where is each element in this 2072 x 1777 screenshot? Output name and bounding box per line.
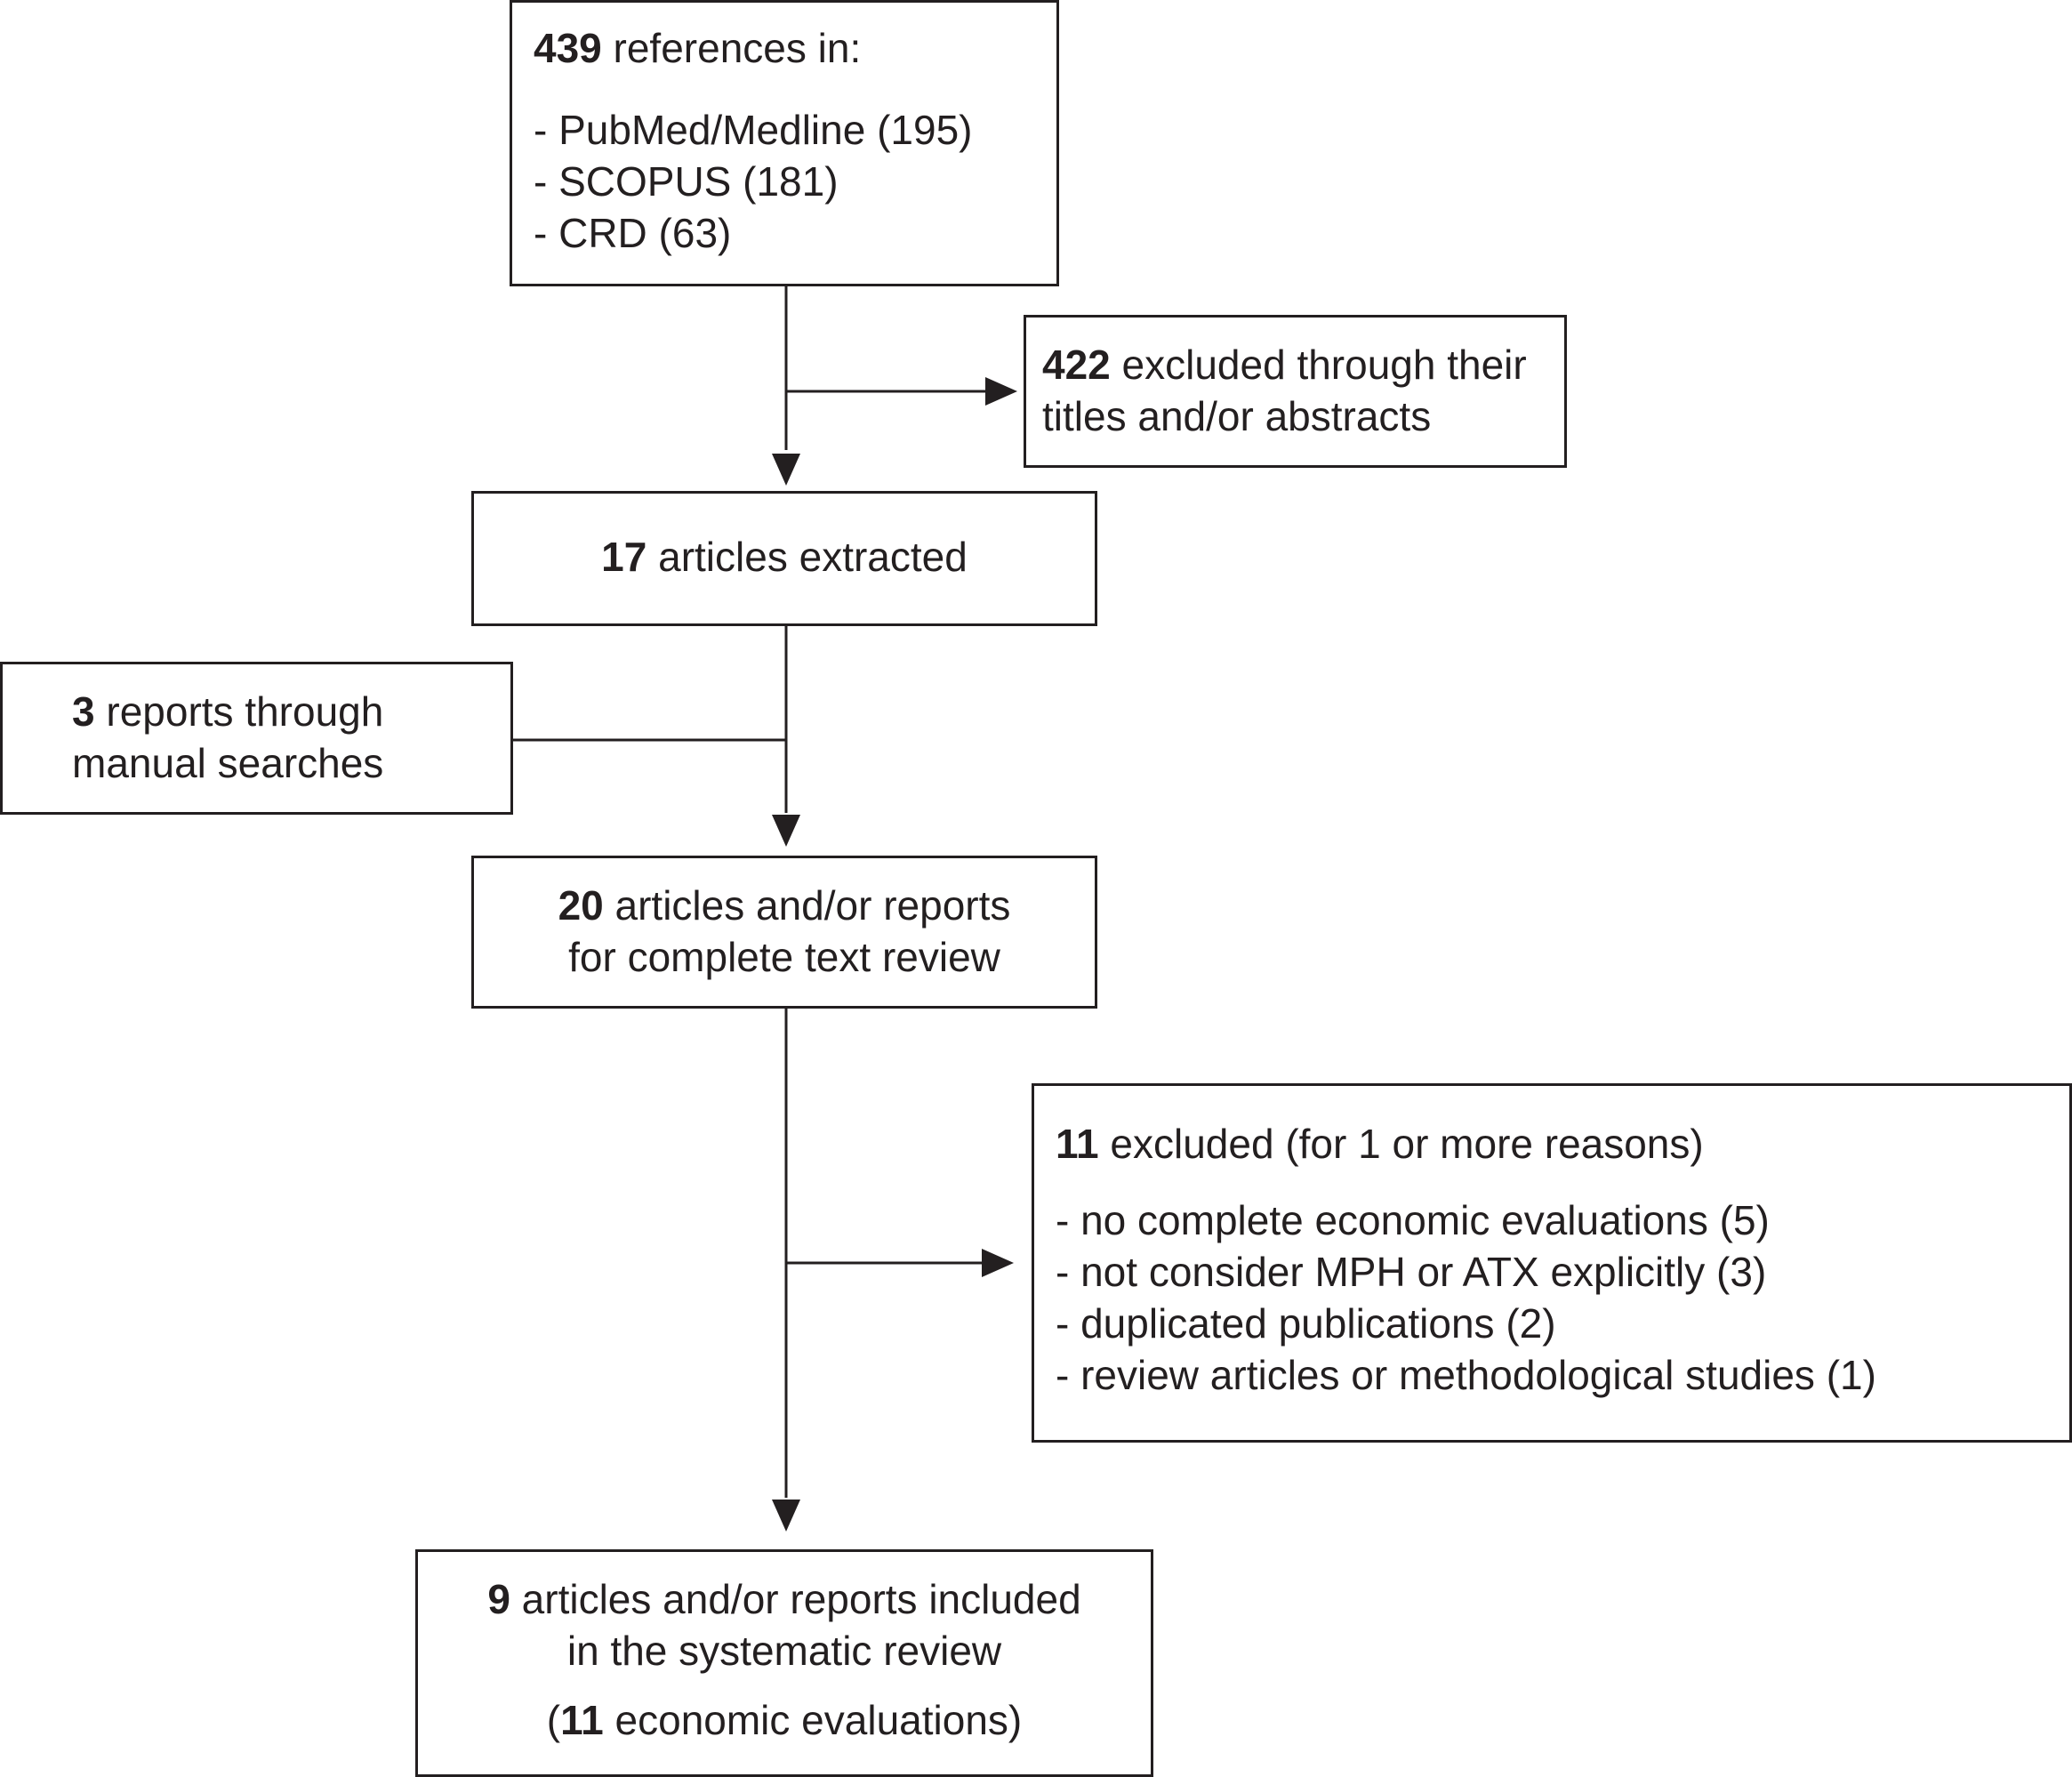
- references-heading-text: references in:: [601, 25, 862, 71]
- arrowhead-excluded-titles: [985, 377, 1017, 406]
- included-line3: (11 economic evaluations): [418, 1694, 1151, 1746]
- included-line3-text: economic evaluations): [603, 1697, 1023, 1743]
- references-heading: 439 references in:: [534, 22, 1056, 74]
- source-item: - CRD (63): [534, 210, 732, 256]
- manual-line1: 3 reports through: [72, 686, 510, 737]
- manual-line2: manual searches: [72, 740, 384, 786]
- manual-count: 3: [72, 688, 95, 735]
- included-line1: 9 articles and/or reports included: [418, 1573, 1151, 1625]
- excluded-titles-line1-text: excluded through their: [1110, 342, 1527, 388]
- extracted-text: articles extracted: [646, 534, 968, 580]
- full-text-box: 20 articles and/or reports for complete …: [471, 856, 1097, 1009]
- manual-line1-text: reports through: [94, 688, 384, 735]
- exclusion-reason-item: - review articles or methodological stud…: [1056, 1352, 1876, 1398]
- full-text-count: 20: [558, 882, 604, 929]
- excluded-reasons-heading: 11 excluded (for 1 or more reasons): [1056, 1118, 2069, 1170]
- arrowhead-extracted: [772, 454, 800, 486]
- references-box: 439 references in: - PubMed/Medline (195…: [510, 0, 1059, 286]
- source-item: - SCOPUS (181): [534, 158, 839, 205]
- arrowhead-excluded-reasons: [982, 1249, 1014, 1277]
- included-box: 9 articles and/or reports included in th…: [415, 1549, 1153, 1777]
- exclusion-reason-item: - duplicated publications (2): [1056, 1300, 1556, 1347]
- full-text-line2: for complete text review: [568, 934, 1000, 980]
- source-item: - PubMed/Medline (195): [534, 107, 973, 153]
- arrowhead-fulltext: [772, 815, 800, 847]
- included-count: 9: [487, 1576, 510, 1622]
- excluded-titles-line2: titles and/or abstracts: [1042, 393, 1432, 439]
- manual-searches-box: 3 reports through manual searches: [0, 662, 513, 815]
- excluded-titles-line1: 422 excluded through their: [1042, 339, 1564, 390]
- full-text-line1-text: articles and/or reports: [603, 882, 1011, 929]
- exclusion-reason-item: - no complete economic evaluations (5): [1056, 1197, 1770, 1243]
- arrowhead-included: [772, 1500, 800, 1532]
- included-line2: in the systematic review: [566, 1628, 1002, 1674]
- excluded-titles-box: 422 excluded through their titles and/or…: [1024, 315, 1567, 468]
- extracted-count: 17: [601, 534, 647, 580]
- economic-evaluations-count: 11: [560, 1697, 604, 1743]
- extracted-box: 17 articles extracted: [471, 491, 1097, 626]
- references-count: 439: [534, 25, 602, 71]
- included-line3-open: (: [546, 1697, 561, 1743]
- excluded-reasons-box: 11 excluded (for 1 or more reasons) - no…: [1032, 1083, 2072, 1443]
- exclusion-reason-item: - not consider MPH or ATX explicitly (3): [1056, 1249, 1767, 1295]
- excluded-titles-count: 422: [1042, 342, 1111, 388]
- excluded-reasons-heading-text: excluded (for 1 or more reasons): [1098, 1121, 1704, 1167]
- excluded-reasons-count: 11: [1056, 1121, 1099, 1167]
- full-text-line1: 20 articles and/or reports: [474, 880, 1095, 931]
- extracted-line: 17 articles extracted: [474, 531, 1095, 583]
- included-line1-text: articles and/or reports included: [510, 1576, 1081, 1622]
